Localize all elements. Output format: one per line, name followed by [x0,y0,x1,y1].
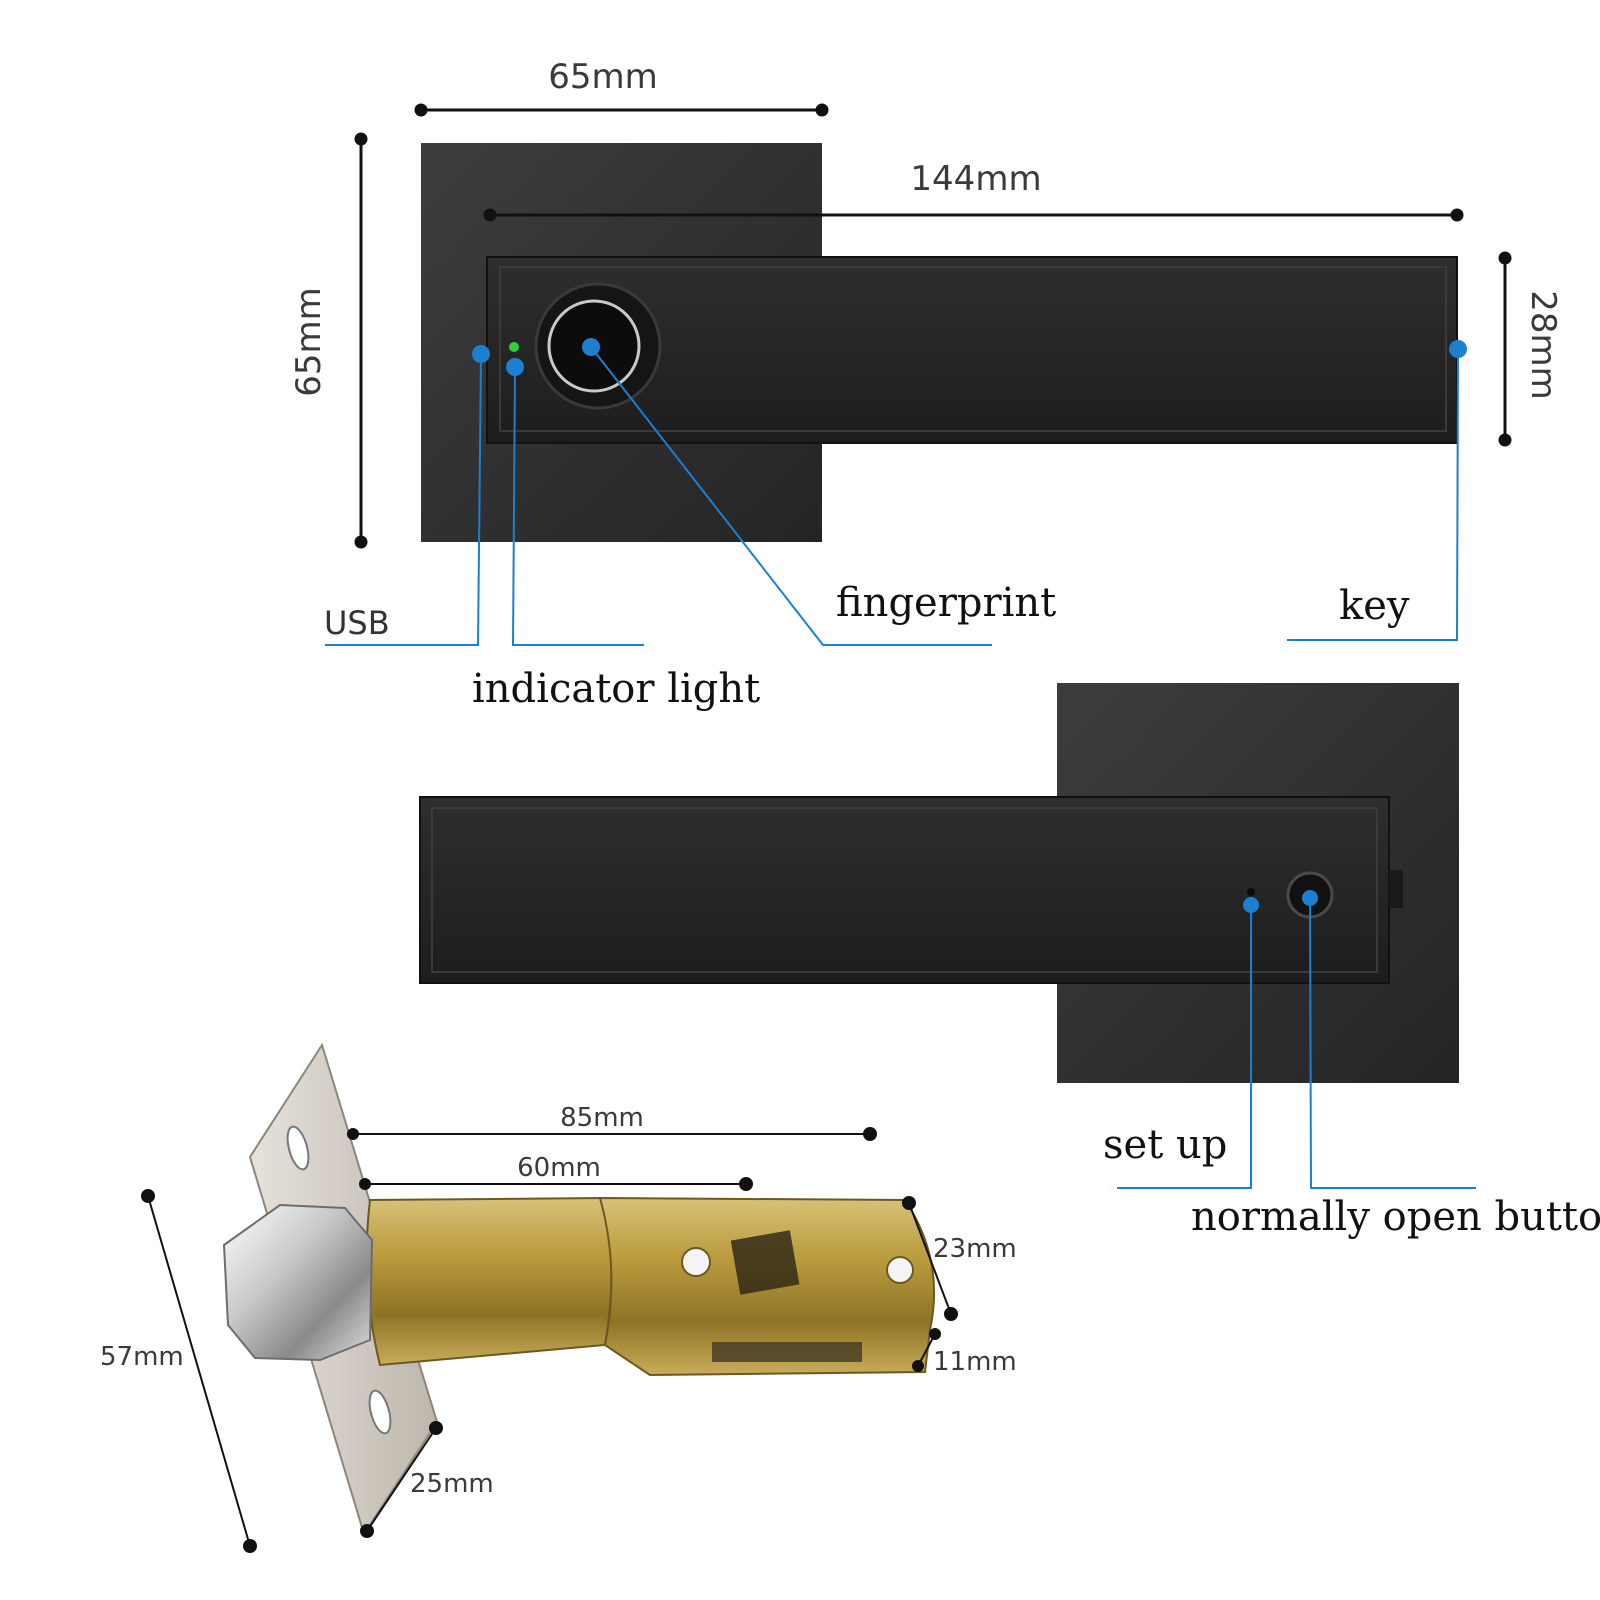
back-spindle-stub [1389,870,1403,908]
key-dot [1449,340,1467,358]
dim-latch-23: 23mm [933,1234,1017,1264]
front-lever-inner-panel [499,266,1447,432]
plate-hole-top [286,1125,310,1171]
front-callouts [325,346,1459,646]
setup-leader [1117,905,1252,1189]
indicator-light-label: indicator light [472,666,760,712]
setup-dot [1243,897,1259,913]
normally-open-label: normally open button [1191,1194,1600,1240]
fingerprint-dot [582,338,600,356]
front-dimensions [354,103,1512,549]
dim-height-65: 65mm [289,287,329,397]
latch-case-hole-left [681,1247,711,1277]
normally-open-leader [1309,897,1476,1189]
dim-width-65: 65mm [548,57,658,97]
back-lock-view [419,683,1459,1083]
fingerprint-label: fingerprint [836,580,1056,626]
back-lever-inner-panel [431,807,1378,973]
plate-hole-bottom [368,1389,392,1435]
front-lock-view [421,143,1458,542]
usb-label: USB [324,604,390,642]
dim-latch-57: 57mm [100,1342,184,1372]
dim-length-144: 144mm [910,159,1041,199]
key-label: key [1339,583,1410,629]
setup-hole [1247,888,1255,896]
usb-dot [472,345,490,363]
back-callouts [1117,897,1476,1189]
back-lever-handle [419,796,1390,984]
usb-leader [325,353,482,646]
latch-chrome-bolt [222,1203,374,1362]
dim-latch-25: 25mm [410,1469,494,1499]
latch-dimensions [141,1127,958,1553]
setup-label: set up [1103,1122,1227,1168]
key-leader [1287,348,1459,641]
fingerprint-leader [590,346,992,646]
latch-case-slot [712,1342,862,1362]
dim-handle-28: 28mm [1523,290,1563,400]
front-callout-dots [472,338,1467,376]
dim-latch-60: 60mm [517,1153,601,1183]
dim-latch-11: 11mm [933,1347,1017,1377]
back-callout-dots [1243,890,1318,913]
indicator-dot [506,358,524,376]
latch-brass-tube [365,1196,613,1367]
latch-assembly [222,1042,936,1537]
indicator-light [509,342,519,352]
dim-latch-85: 85mm [560,1103,644,1133]
normally-open-dot [1302,890,1318,906]
indicator-leader [511,366,644,646]
latch-case-hole-right [886,1256,914,1284]
latch-case-window [730,1230,800,1295]
